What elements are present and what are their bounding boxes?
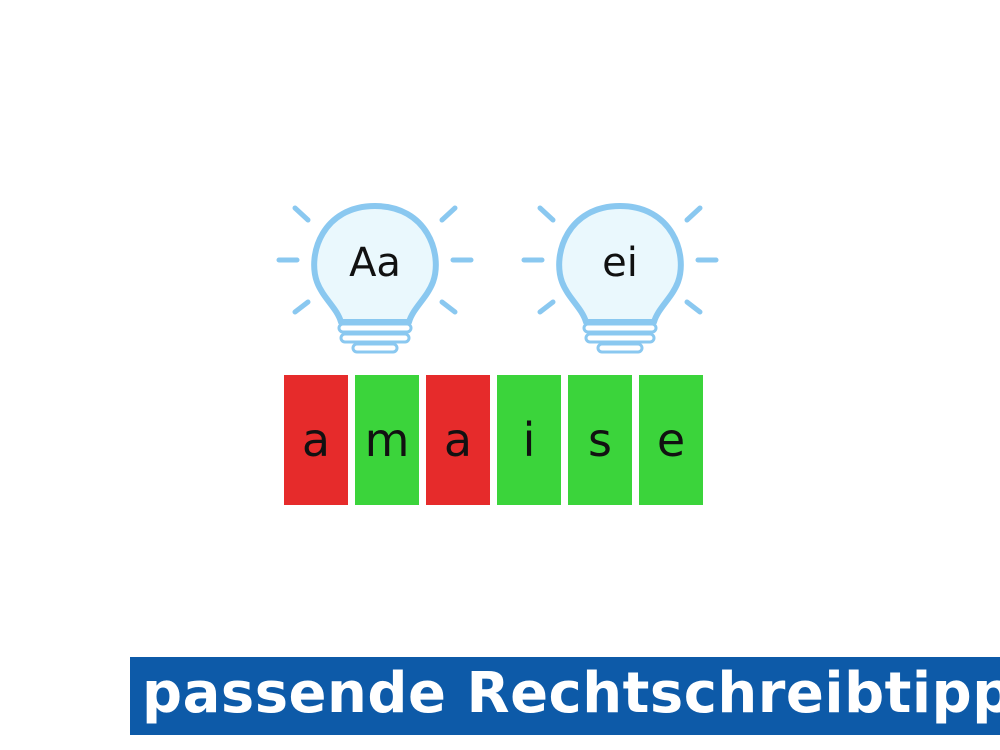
letter-char: s: [588, 413, 612, 467]
letter-tile[interactable]: e: [639, 375, 703, 505]
letter-char: a: [301, 413, 331, 467]
letter-tile[interactable]: s: [568, 375, 632, 505]
letter-tile[interactable]: i: [497, 375, 561, 505]
letter-tile[interactable]: a: [284, 375, 348, 505]
letter-char: i: [522, 413, 536, 467]
letter-char: m: [364, 413, 410, 467]
lightbulb-hint-diphthong[interactable]: ei: [520, 190, 720, 360]
letter-char: e: [656, 413, 686, 467]
lightbulb-label: Aa: [349, 240, 401, 286]
lightbulb-label: ei: [602, 240, 638, 286]
caption-text: passende Rechtschreibtipps: [142, 661, 1000, 726]
caption-banner: passende Rechtschreibtipps: [130, 657, 1000, 735]
letter-tile[interactable]: a: [426, 375, 490, 505]
letter-tile[interactable]: m: [355, 375, 419, 505]
letter-char: a: [443, 413, 473, 467]
lightbulb-hint-case[interactable]: Aa: [275, 190, 475, 360]
lightbulb-icon: [276, 203, 474, 354]
lightbulb-icon: [521, 203, 719, 354]
